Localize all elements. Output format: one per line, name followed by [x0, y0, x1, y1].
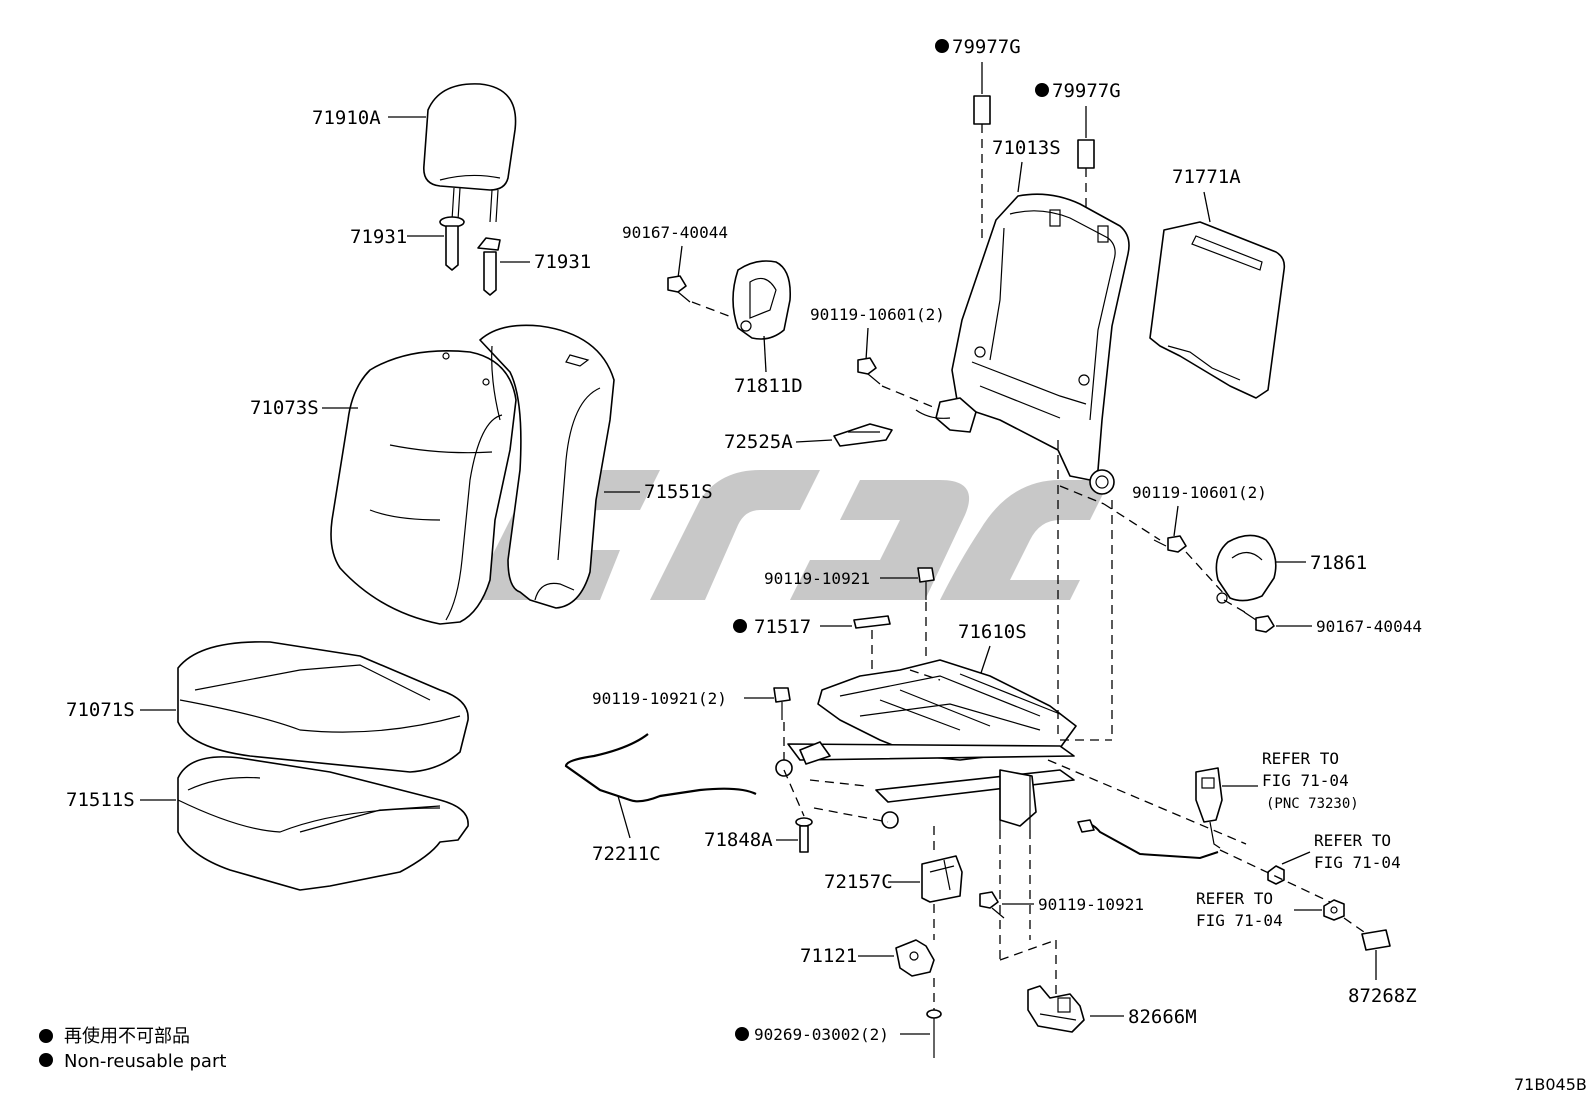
label-90269-03002: 90269-03002(2) [754, 1025, 889, 1044]
label-71121: 71121 [800, 945, 857, 967]
nonreusable-bullet-icon [1035, 83, 1049, 97]
tag-79977G-b [1077, 139, 1095, 169]
label-71771A: 71771A [1172, 166, 1241, 188]
legend-bullet-icon [39, 1029, 53, 1043]
cushion-pad [177, 756, 469, 891]
label-87268Z: 87268Z [1348, 985, 1417, 1007]
seat-adjuster-frame [775, 659, 1077, 830]
label-71861: 71861 [1310, 552, 1367, 574]
headrest-guide-left [439, 216, 465, 271]
label-90167-40044-right: 90167-40044 [1316, 617, 1422, 636]
label-71071S: 71071S [66, 699, 135, 721]
ref2-line2: FIG 71-04 [1314, 853, 1401, 872]
label-71610S: 71610S [958, 621, 1027, 643]
seatback-frame [915, 193, 1130, 495]
label-71551S: 71551S [644, 481, 713, 503]
label-72211C: 72211C [592, 843, 661, 865]
ref1-line3: (PNC 73230) [1266, 796, 1359, 812]
label-71013S: 71013S [992, 137, 1061, 159]
label-71931-right: 71931 [534, 251, 591, 273]
label-79977G-a: 79977G [952, 36, 1021, 58]
tag-79977G-a [973, 95, 991, 125]
bolt-90119-10601-left [857, 357, 881, 385]
nonreusable-bullet-icon [935, 39, 949, 53]
ref3-line2: FIG 71-04 [1196, 911, 1283, 930]
legend-jp: 再使用不可部品 [64, 1026, 190, 1047]
pin-71848A [795, 817, 813, 853]
label-82666M: 82666M [1128, 1006, 1197, 1028]
label-71811D: 71811D [734, 375, 803, 397]
cover-72157C [921, 855, 963, 903]
cushion-cover [177, 641, 469, 773]
label-79977G-b: 79977G [1052, 80, 1121, 102]
legend-en: Non-reusable part [64, 1051, 226, 1072]
ref3-line1: REFER TO [1196, 889, 1273, 908]
bolt-90167-right [1243, 611, 1275, 633]
ref1-line1: REFER TO [1262, 749, 1339, 768]
nut-ref3 [1323, 899, 1345, 921]
seatback-board [1149, 221, 1286, 399]
cover-72525A [833, 423, 893, 447]
bolt-90119-10921-low [979, 891, 1005, 919]
label-90167-40044-top: 90167-40044 [622, 223, 728, 242]
label-90119-10601-left: 90119-10601(2) [810, 305, 945, 324]
cover-71861 [1215, 534, 1277, 604]
headrest [423, 83, 517, 223]
label-72525A: 72525A [724, 431, 793, 453]
headrest-guide-right [477, 237, 501, 296]
seatback-cover [330, 350, 517, 625]
seatbelt-buckle [1077, 767, 1223, 860]
diagram-code: 71B045B [1514, 1075, 1587, 1094]
ref1-line2: FIG 71-04 [1262, 771, 1349, 790]
label-71517: 71517 [754, 616, 811, 638]
label-71931-left: 71931 [350, 226, 407, 248]
label-90119-10921-mid: 90119-10921 [764, 569, 870, 588]
cover-71811D [732, 260, 792, 340]
bracket-71121 [895, 939, 935, 977]
label-71910A: 71910A [312, 107, 381, 129]
nonreusable-bullet-icon [733, 619, 747, 633]
label-71511S: 71511S [66, 789, 135, 811]
label-90119-10921-low: 90119-10921 [1038, 895, 1144, 914]
label-72157C: 72157C [824, 871, 893, 893]
sensor-82666M [1027, 985, 1085, 1033]
nonreusable-bullet-icon [735, 1027, 749, 1041]
bolt-90119-10601-right [1153, 535, 1187, 553]
bolt-90119-10921-2 [773, 687, 791, 720]
bolt-90119-10921-mid [917, 567, 935, 600]
nut-ref2 [1267, 865, 1285, 885]
label-71073S: 71073S [250, 397, 319, 419]
bolt-90167-top [667, 275, 691, 303]
legend-bullet-icon [39, 1053, 53, 1067]
label-71848A: 71848A [704, 829, 773, 851]
label-90119-10921-2: 90119-10921(2) [592, 689, 727, 708]
ref2-line1: REFER TO [1314, 831, 1391, 850]
wire-72211C [564, 733, 757, 803]
label-90119-10601-right: 90119-10601(2) [1132, 483, 1267, 502]
pad-71517 [853, 615, 891, 629]
cap-87268Z [1361, 929, 1391, 951]
screw-90269 [926, 1009, 942, 1058]
seatback-pad [479, 324, 615, 609]
